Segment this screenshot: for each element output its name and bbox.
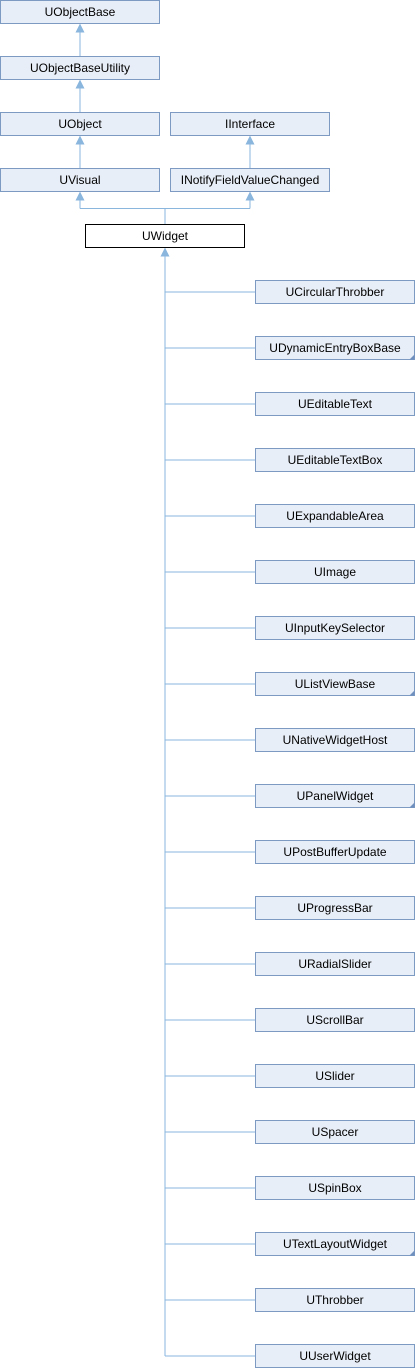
class-node-uradialslider[interactable]: URadialSlider [255, 952, 415, 976]
class-node-uobjectbaseutility[interactable]: UObjectBaseUtility [0, 56, 160, 80]
class-node-uvisual[interactable]: UVisual [0, 168, 160, 192]
class-label: UExpandableArea [286, 509, 384, 523]
class-node-uuserwidget[interactable]: UUserWidget [255, 1344, 415, 1368]
class-label: UEditableTextBox [288, 453, 383, 467]
class-label: UImage [314, 565, 356, 579]
class-node-iinterface[interactable]: IInterface [170, 112, 330, 136]
class-node-uimage[interactable]: UImage [255, 560, 415, 584]
edges-layer [75, 23, 256, 1357]
class-label: UDynamicEntryBoxBase [269, 341, 401, 355]
class-label: USlider [315, 1069, 354, 1083]
class-node-udynamicentryboxbase[interactable]: UDynamicEntryBoxBase [255, 336, 415, 360]
class-node-inotifyfieldvaluechanged[interactable]: INotifyFieldValueChanged [170, 168, 330, 192]
class-label: USpacer [312, 1125, 359, 1139]
truncated-corner-icon [409, 1250, 415, 1256]
class-label: UObject [58, 117, 102, 131]
inheritance-arrow [75, 23, 85, 33]
class-label: IInterface [225, 117, 275, 131]
class-box [85, 224, 245, 248]
class-node-utextlayoutwidget[interactable]: UTextLayoutWidget [255, 1232, 415, 1256]
class-label: UTextLayoutWidget [283, 1237, 388, 1251]
class-node-unativewidgethost[interactable]: UNativeWidgetHost [255, 728, 415, 752]
class-node-uthrobber[interactable]: UThrobber [255, 1288, 415, 1312]
class-label: UProgressBar [297, 901, 372, 915]
class-label: UPostBufferUpdate [283, 845, 386, 859]
class-label: UVisual [59, 173, 100, 187]
class-node-uslider[interactable]: USlider [255, 1064, 415, 1088]
class-label: UScrollBar [306, 1013, 363, 1027]
class-node-ucircularthrobber[interactable]: UCircularThrobber [255, 280, 415, 304]
class-box [170, 112, 330, 136]
truncated-corner-icon [409, 354, 415, 360]
class-label: INotifyFieldValueChanged [181, 173, 320, 187]
class-label: UWidget [142, 229, 189, 243]
class-node-upostbufferupdate[interactable]: UPostBufferUpdate [255, 840, 415, 864]
class-node-upanelwidget[interactable]: UPanelWidget [255, 784, 415, 808]
class-label: UObjectBaseUtility [30, 61, 130, 75]
class-box [0, 168, 160, 192]
inheritance-arrow [245, 191, 255, 201]
inheritance-arrow [245, 135, 255, 145]
class-box [170, 168, 330, 192]
class-node-uprogressbar[interactable]: UProgressBar [255, 896, 415, 920]
class-box [0, 112, 160, 136]
class-label: UThrobber [306, 1293, 363, 1307]
class-label: USpinBox [308, 1181, 361, 1195]
class-label: UCircularThrobber [286, 285, 385, 299]
class-node-uobjectbase[interactable]: UObjectBase [0, 0, 160, 24]
class-node-uwidget[interactable]: UWidget [85, 224, 245, 248]
class-label: UObjectBase [45, 5, 116, 19]
class-node-uinputkeyselector[interactable]: UInputKeySelector [255, 616, 415, 640]
class-label: UNativeWidgetHost [283, 733, 388, 747]
class-node-uscrollbar[interactable]: UScrollBar [255, 1008, 415, 1032]
inheritance-arrow [75, 135, 85, 145]
class-label: UListViewBase [295, 677, 376, 691]
inheritance-arrow [75, 191, 85, 201]
class-node-ueditabletext[interactable]: UEditableText [255, 392, 415, 416]
class-node-uobject[interactable]: UObject [0, 112, 160, 136]
class-node-uexpandablearea[interactable]: UExpandableArea [255, 504, 415, 528]
class-node-ulistviewbase[interactable]: UListViewBase [255, 672, 415, 696]
class-label: UEditableText [298, 397, 373, 411]
class-node-ueditabletextbox[interactable]: UEditableTextBox [255, 448, 415, 472]
truncated-corner-icon [409, 802, 415, 808]
inheritance-arrow [75, 79, 85, 89]
class-box [0, 56, 160, 80]
class-label: UPanelWidget [297, 789, 374, 803]
class-label: UUserWidget [299, 1349, 371, 1363]
class-label: UInputKeySelector [285, 621, 385, 635]
children-arrow [160, 247, 170, 257]
class-label: URadialSlider [298, 957, 371, 971]
class-node-uspacer[interactable]: USpacer [255, 1120, 415, 1144]
class-box [0, 0, 160, 24]
class-node-uspinbox[interactable]: USpinBox [255, 1176, 415, 1200]
truncated-corner-icon [409, 690, 415, 696]
